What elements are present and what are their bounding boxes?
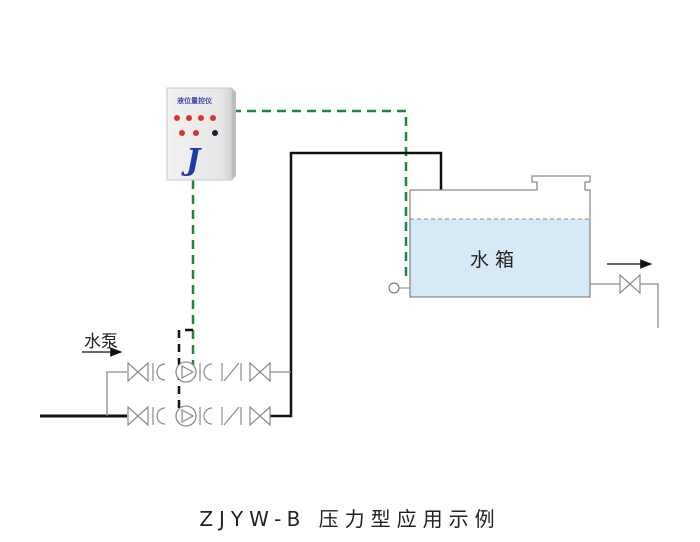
outlet-gate-valve-icon[interactable] [619,273,641,295]
pump-icon[interactable] [175,361,197,383]
signal-line-to-tank [232,109,408,278]
joint-arc [156,407,166,425]
valve-half-right [259,361,271,383]
outlet-pipe-down [640,283,659,328]
pump-triangle [181,408,195,424]
check-valve-icon[interactable] [221,406,242,426]
pump-control-line [177,328,193,416]
tank-outline [409,189,591,298]
check-diagonal [223,362,240,382]
pump-body [175,405,197,427]
valve-half-right [137,405,149,427]
indicator-light [193,130,199,136]
pump-body [175,361,197,383]
valve-half-right [137,361,149,383]
diagram-caption: ZJYW-B 压力型应用示例 [199,507,501,531]
tank-lid [531,175,591,190]
valve-half-right [259,405,271,427]
control-box-side [232,88,236,180]
pump-label: 水泵 [84,332,118,352]
pump-triangle [181,364,195,380]
indicator-light [174,115,180,121]
control-box-body [166,87,233,181]
gate-valve-icon[interactable] [249,405,271,427]
valve-half-left [127,405,139,427]
gate-valve-icon[interactable] [127,361,149,383]
valve-half-left [249,405,261,427]
pump-row-lower [127,405,271,427]
indicator-light [198,115,204,121]
level-sensor-icon [388,282,400,294]
main-supply-pipe [270,151,443,418]
flexible-joint-icon [152,407,166,425]
tank-label: 水 箱 [470,249,514,271]
valve-half-left [249,361,261,383]
joint-arc [203,407,213,425]
inlet-branch-pipe [106,371,127,416]
control-button[interactable] [212,130,218,136]
water-tank: 水 箱 [409,175,591,298]
joint-arc [203,363,213,381]
pump-icon[interactable] [175,405,197,427]
check-valve-icon[interactable] [221,362,242,382]
control-box-title: 液位量控仪 [177,96,213,105]
control-box[interactable]: 液位量控仪 J [166,87,236,181]
pump-row-upper [127,361,271,383]
valve-half-left [619,273,631,295]
tank-water [410,219,590,297]
gate-valve-icon[interactable] [619,273,641,295]
control-box-indicators [174,115,218,136]
gate-valve-icon[interactable] [249,361,271,383]
indicator-light [186,115,192,121]
gate-valve-icon[interactable] [127,405,149,427]
indicator-light [179,130,185,136]
check-diagonal [223,406,240,426]
valve-half-right [629,273,641,295]
logo-icon: J [181,143,202,178]
flexible-joint-icon [152,363,166,381]
flexible-joint-icon [199,407,213,425]
flexible-joint-icon [199,363,213,381]
valve-half-left [127,361,139,383]
joint-arc [156,363,166,381]
indicator-light [210,115,216,121]
